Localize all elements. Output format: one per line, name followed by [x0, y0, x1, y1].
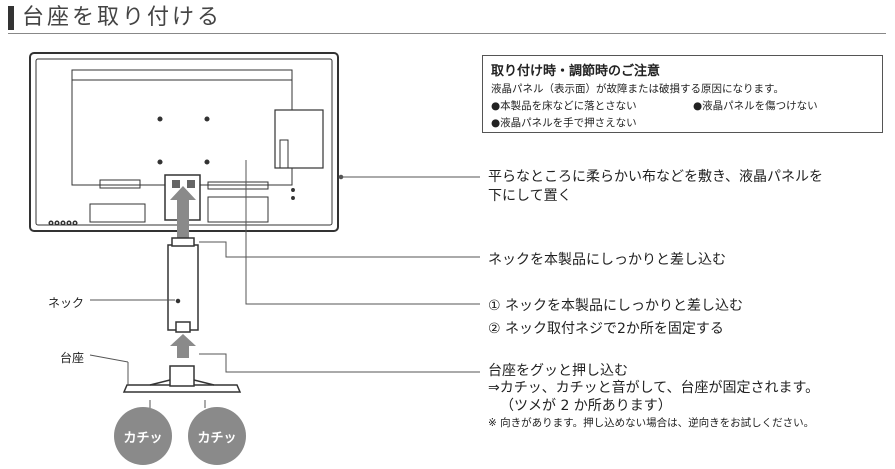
title-accent-bar — [8, 6, 14, 30]
step4-note: ※ 向きがあります。押し込めない場合は、逆向きをお試しください。 — [488, 417, 815, 429]
caution-text: 液晶パネル（表示面）が故障または破損する原因になります。 — [491, 83, 784, 95]
caution-heading: 取り付け時・調節時のご注意 — [491, 64, 661, 79]
neck-label: ネック — [48, 296, 85, 310]
leader-lines — [89, 160, 480, 408]
base-part — [122, 365, 242, 393]
step3-text-line1: ① ネックを本製品にしっかりと差し込む — [488, 298, 743, 314]
title-underline — [8, 33, 886, 34]
monitor-back — [29, 52, 339, 232]
step1-text-line1: 平らなところに柔らかい布などを敷き、液晶パネルを — [488, 169, 824, 185]
step2-text: ネックを本製品にしっかりと差し込む — [488, 252, 726, 268]
caution-bullet: ●液晶パネルを手で押さえない — [491, 117, 637, 129]
step4-text-line1: 台座をグッと押し込む — [488, 363, 628, 379]
click-badge-left: カチッ — [114, 407, 172, 465]
page-title: 台座を取り付ける — [22, 5, 223, 30]
step3-text-line2: ② ネック取付ネジで2か所を固定する — [488, 321, 724, 337]
base-label: 台座 — [60, 351, 85, 365]
neck-part — [167, 237, 199, 333]
caution-bullet: ●液晶パネルを傷つけない — [693, 100, 818, 112]
step1-text-line2: 下にして置く — [488, 188, 572, 204]
caution-bullet: ●本製品を床などに落とさない — [491, 100, 637, 112]
insert-arrow-lower — [170, 334, 196, 358]
insert-arrow-upper — [170, 186, 196, 242]
step4-text-line3: （ツメが 2 か所あります） — [500, 398, 672, 414]
caution-box: 取り付け時・調節時のご注意 液晶パネル（表示面）が故障または破損する原因になりま… — [482, 55, 883, 133]
step4-text-line2: ⇒カチッ、カチッと音がして、台座が固定されます。 — [488, 380, 820, 396]
click-badge-right: カチッ — [188, 407, 246, 465]
